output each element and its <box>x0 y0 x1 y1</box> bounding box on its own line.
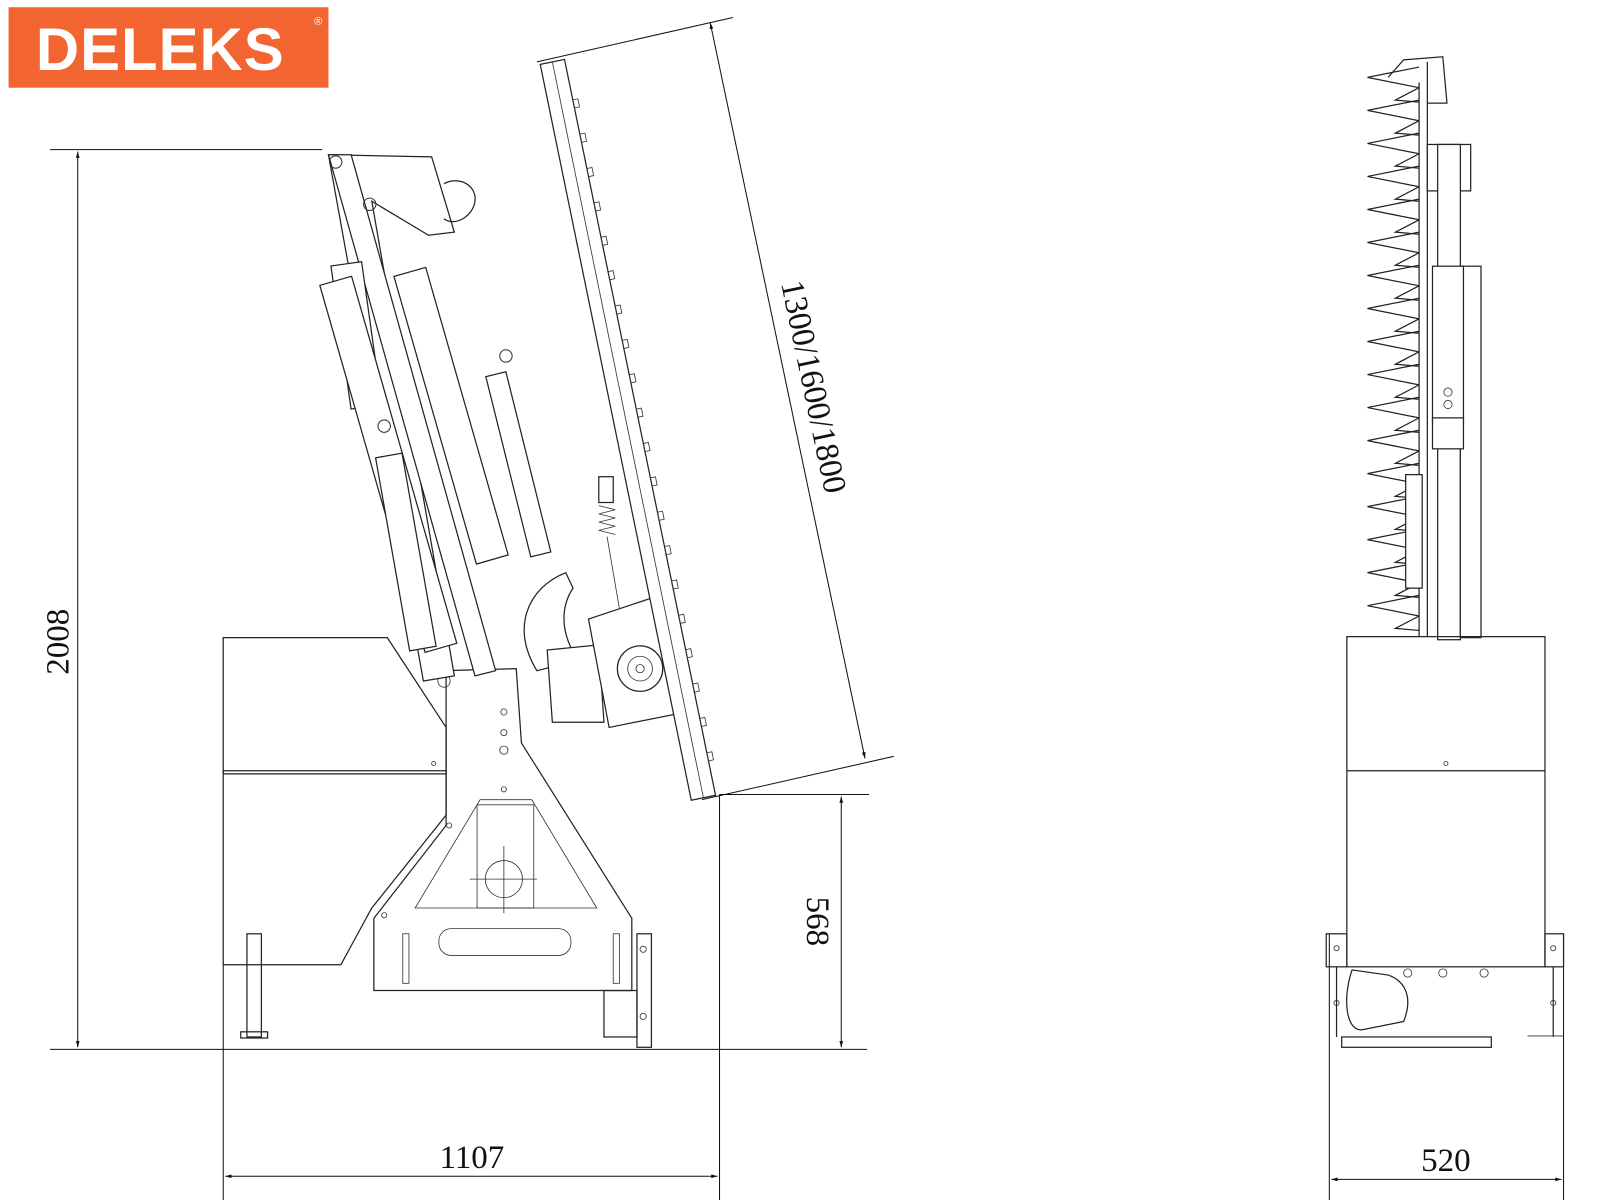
bar-bolt <box>649 476 658 487</box>
bar-bolt <box>586 167 595 178</box>
bar-bolt <box>692 682 700 693</box>
cutter-tooth <box>1367 132 1420 169</box>
cutter-tooth <box>1367 297 1420 334</box>
dimension-label-2008: 2008 <box>40 609 76 675</box>
logo-background <box>8 7 329 88</box>
bar-bolt <box>572 98 580 109</box>
bar-bolt <box>614 304 623 315</box>
hydraulic-motor <box>616 645 664 692</box>
support-leg <box>246 933 263 1038</box>
tractor-body-upper <box>222 637 447 775</box>
lifting-eye <box>443 180 476 223</box>
cutter-tooth <box>1367 330 1420 367</box>
bar-bolt <box>699 716 707 727</box>
cutter-head-guard <box>1387 56 1448 104</box>
bar-bolt <box>621 338 630 349</box>
dimension-width-side: 1107 <box>222 794 721 1200</box>
cutter-teeth <box>1367 66 1420 632</box>
cutter-tooth <box>1367 594 1420 632</box>
registered-mark: ® <box>314 16 323 28</box>
dimension-label-bar-length: 1300/1600/1800 <box>773 277 852 496</box>
bar-bolt <box>678 613 686 624</box>
bar-bolt <box>685 648 693 659</box>
dimension-label-1107: 1107 <box>439 1140 504 1176</box>
bar-bolt <box>607 270 616 281</box>
hydraulic-cylinder-4 <box>374 452 437 652</box>
hitch-bracket <box>603 989 638 1038</box>
cutter-tooth <box>1367 99 1420 136</box>
hydraulic-cylinder-5 <box>485 370 552 558</box>
tension-spring <box>1405 474 1423 589</box>
bar-bolt <box>628 373 637 384</box>
cutter-bar <box>539 58 717 801</box>
cutter-tooth <box>1367 396 1420 433</box>
rear-view <box>1325 56 1565 1048</box>
dimension-height-total: 2008 <box>40 149 868 1050</box>
side-view <box>222 58 717 1048</box>
dimension-label-520: 520 <box>1421 1143 1471 1179</box>
bar-bolt <box>635 407 644 418</box>
dimension-label-568: 568 <box>799 897 835 947</box>
tractor-rear-body <box>1346 636 1546 968</box>
dimension-width-rear: 520 <box>1328 933 1565 1200</box>
bar-bolt <box>593 201 602 212</box>
bar-bolt <box>642 441 651 453</box>
cutter-tooth <box>1367 231 1420 268</box>
hitch-base-plate <box>1341 1036 1492 1048</box>
pivot-bracket <box>523 571 580 672</box>
hitch-arm <box>1346 969 1409 1031</box>
bar-bolt <box>579 132 588 143</box>
deleks-logo: DELEKS ® <box>8 7 329 88</box>
bar-bolt <box>706 751 715 762</box>
bar-bolt <box>600 235 609 246</box>
cutter-tooth <box>1367 429 1420 466</box>
cutter-tooth <box>1367 363 1420 400</box>
dimension-height-bar: 568 <box>719 793 870 1048</box>
cutter-tooth <box>1367 165 1420 202</box>
side-rail <box>1459 265 1482 639</box>
logo-text: DELEKS <box>36 16 285 83</box>
bar-bolt <box>671 579 679 590</box>
cutter-tooth <box>1367 198 1420 235</box>
hydraulic-cylinder-3 <box>393 266 509 565</box>
cutter-tooth <box>1367 264 1420 301</box>
bar-bolt <box>656 510 665 521</box>
bar-bolt <box>664 545 672 556</box>
